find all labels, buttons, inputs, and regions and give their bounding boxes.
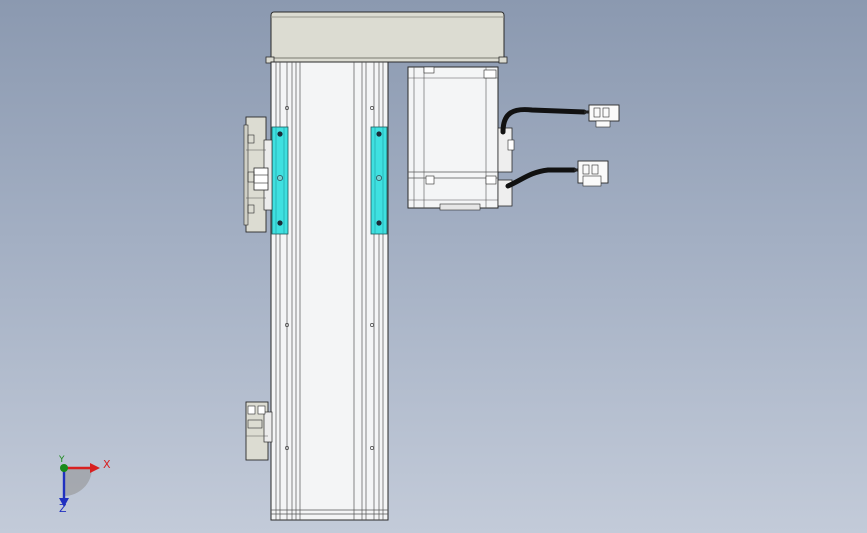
coordinate-triad — [59, 463, 100, 507]
y-axis-label: Y — [59, 455, 65, 465]
z-axis-label: Z — [59, 502, 67, 515]
x-axis-label: X — [103, 458, 111, 471]
actuator-body[interactable] — [270, 61, 389, 521]
power-cable[interactable] — [505, 167, 580, 189]
power-connector[interactable] — [577, 160, 609, 187]
x-axis-arrowhead — [90, 463, 100, 473]
z-axis-arrowhead — [59, 498, 69, 507]
lower-side-bracket[interactable] — [245, 401, 273, 461]
cover-tab-right — [498, 56, 508, 64]
encoder-connector[interactable] — [588, 104, 620, 128]
left-guide-rail[interactable] — [271, 126, 289, 235]
motor-cover[interactable] — [270, 11, 505, 63]
cover-tab-left — [265, 56, 275, 64]
upper-side-bracket[interactable] — [243, 116, 273, 233]
encoder-cable[interactable] — [500, 107, 590, 135]
y-axis-dot — [60, 464, 68, 472]
triad-shadow — [64, 468, 92, 496]
servo-motor[interactable] — [407, 66, 515, 211]
right-guide-rail[interactable] — [370, 126, 388, 235]
